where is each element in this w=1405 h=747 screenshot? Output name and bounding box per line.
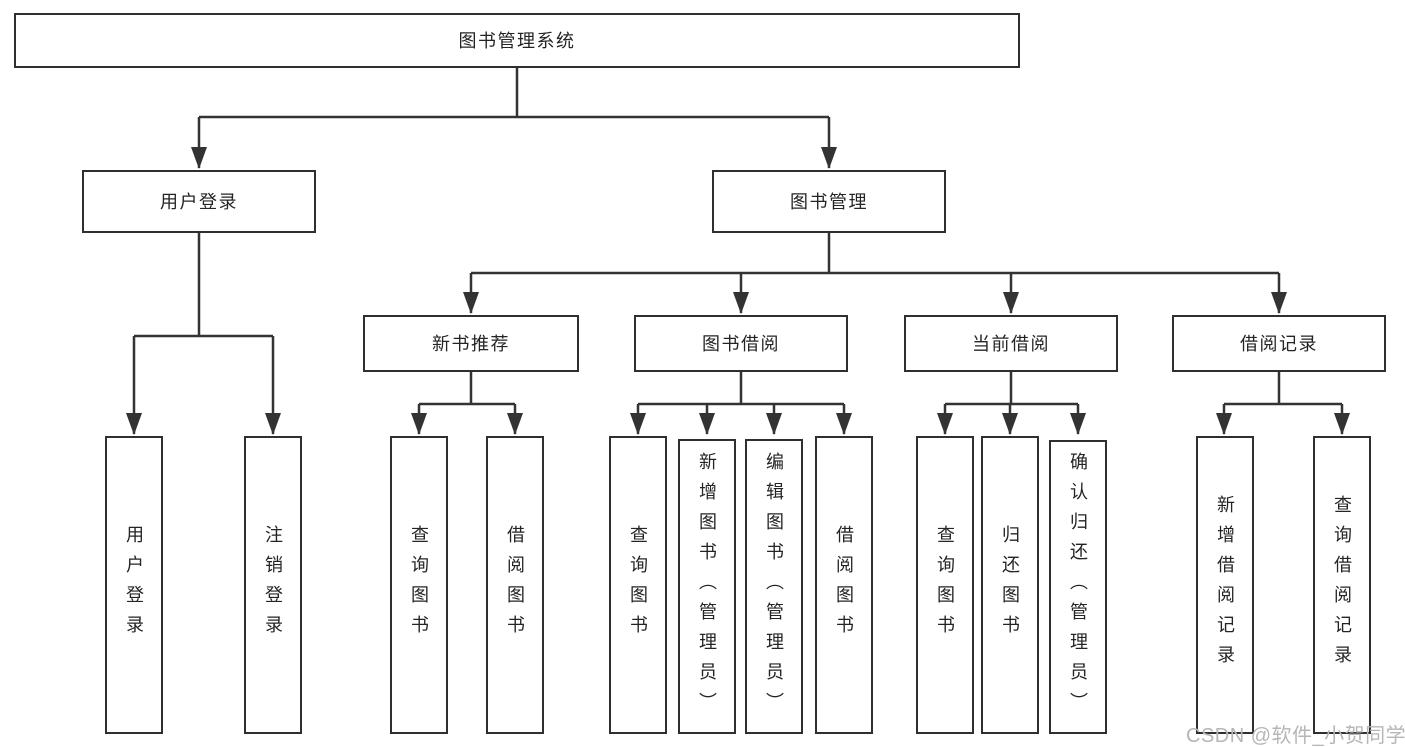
node-book-borrow: 图书借阅 (634, 315, 848, 372)
connector-arrows (126, 117, 1350, 435)
leaf-query-borrow-record: 查询借阅记录 (1313, 436, 1371, 734)
leaf-borrow-book-2: 借阅图书 (815, 436, 873, 734)
leaf-add-book-admin: 新增图书（管理员） (678, 439, 736, 734)
leaf-logout: 注销登录 (244, 436, 302, 734)
leaf-add-borrow-record: 新增借阅记录 (1196, 436, 1254, 734)
node-new-book-recommend: 新书推荐 (363, 315, 579, 372)
leaf-query-book-1: 查询图书 (390, 436, 448, 734)
leaf-query-book-3: 查询图书 (916, 436, 974, 734)
leaf-borrow-book-1: 借阅图书 (486, 436, 544, 734)
leaf-confirm-return-admin: 确认归还（管理员） (1049, 440, 1107, 734)
node-borrow-records: 借阅记录 (1172, 315, 1386, 372)
leaf-edit-book-admin: 编辑图书（管理员） (745, 439, 803, 734)
leaf-query-book-2: 查询图书 (609, 436, 667, 734)
leaf-return-book: 归还图书 (981, 436, 1039, 734)
node-current-borrow: 当前借阅 (904, 315, 1118, 372)
csdn-watermark: CSDN @软件_小贺同学 (1186, 725, 1405, 747)
leaf-user-login: 用户登录 (105, 436, 163, 734)
node-book-management: 图书管理 (712, 170, 946, 233)
node-user-login: 用户登录 (82, 170, 316, 233)
node-library-system: 图书管理系统 (14, 13, 1020, 68)
